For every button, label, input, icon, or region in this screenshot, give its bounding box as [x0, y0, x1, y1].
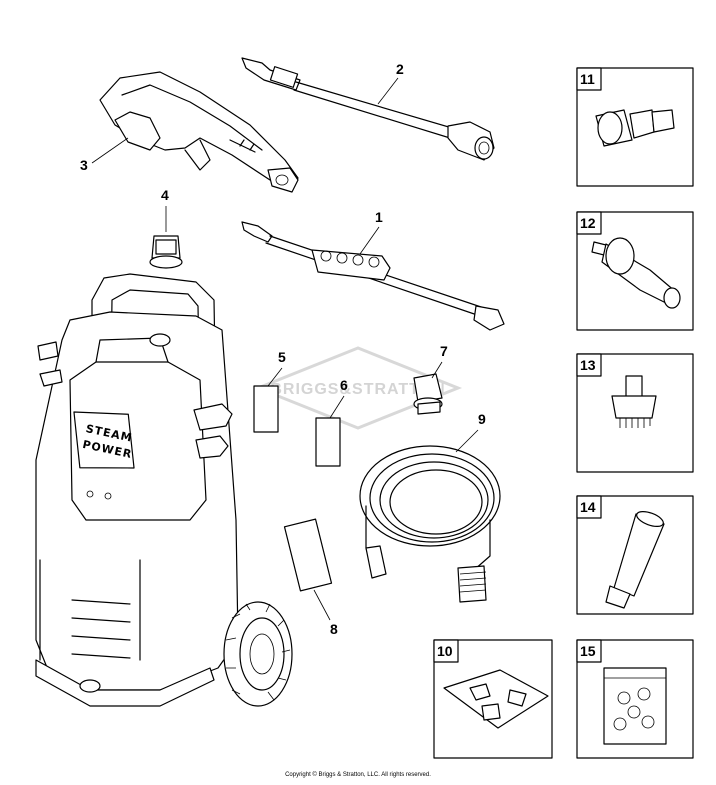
leader-1: [359, 226, 380, 255]
box-12-label: 12: [580, 215, 596, 231]
box-14: 14: [576, 495, 694, 615]
box-11-label: 11: [580, 71, 595, 87]
turbo-nozzle-icon: [591, 237, 681, 309]
callout-8: 8: [330, 621, 338, 637]
callout-5: 5: [278, 349, 286, 365]
box-15-label: 15: [580, 643, 596, 659]
o-ring-kit-icon: [603, 667, 667, 745]
hose-adapter-icon: [595, 109, 675, 147]
callout-4: 4: [161, 187, 169, 203]
high-pressure-hose: [359, 445, 501, 603]
brush-icon: [611, 375, 657, 428]
box-12: 12: [576, 211, 694, 331]
callout-6: 6: [340, 377, 348, 393]
callout-1: 1: [375, 209, 383, 225]
watermark-logo: BRIGGS&STRATTON: [253, 346, 463, 430]
spray-gun: [99, 71, 299, 193]
box-10: 10: [433, 639, 553, 759]
callout-3: 3: [80, 157, 88, 173]
leader-9: [455, 429, 479, 453]
callout-7: 7: [440, 343, 448, 359]
leader-5: [267, 367, 283, 387]
decal-6: [315, 417, 341, 467]
copyright-notice: Copyright © Briggs & Stratton, LLC. All …: [285, 772, 431, 778]
wand-lance: [241, 57, 495, 161]
box-13: 13: [576, 353, 694, 473]
box-11: 11: [576, 67, 694, 187]
foam-cannon-icon: [605, 511, 665, 609]
pressure-washer-unit: STEAM POWER: [35, 273, 293, 707]
nozzle-bag-icon: [443, 669, 549, 729]
leader-8: [313, 589, 331, 621]
cap-7: [413, 373, 443, 415]
watermark-text: BRIGGS&STRATTON: [270, 381, 445, 398]
detergent-cap: [149, 235, 183, 269]
box-14-label: 14: [580, 499, 596, 515]
decal-5: [253, 385, 279, 433]
box-15: 15: [576, 639, 694, 759]
box-13-label: 13: [580, 357, 596, 373]
callout-2: 2: [396, 61, 404, 77]
box-10-label: 10: [437, 643, 453, 659]
leader-2: [377, 77, 399, 105]
decal-8: [283, 518, 333, 592]
wand-with-nozzles: [241, 221, 505, 331]
leader-3: [91, 137, 129, 164]
callout-9: 9: [478, 411, 486, 427]
leader-7: [431, 361, 443, 379]
leader-6: [329, 395, 345, 419]
